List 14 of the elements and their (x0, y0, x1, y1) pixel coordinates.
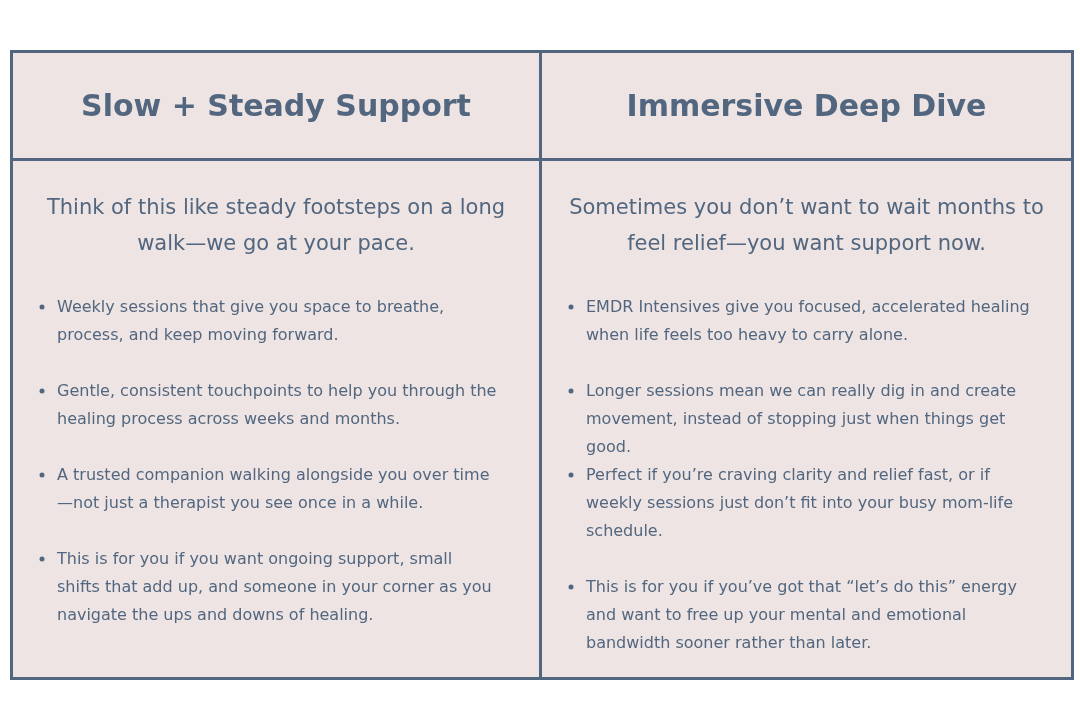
column-header-cell: Slow + Steady Support (10, 50, 542, 161)
bullet-text: EMDR Intensives give you focused, accelerated healing when life feels too heavy to carry alone. (586, 297, 1030, 344)
bullet-text: A trusted companion walking alongside you over time—not just a therapist you see once in a while. (57, 465, 490, 512)
intro-text: Sometimes you don’t want to wait months to feel relief—you want support now. (568, 194, 1045, 257)
bullet-text: Gentle, consistent touchpoints to help you through the healing process across weeks and months. (57, 381, 497, 428)
table-cell (539, 158, 1074, 680)
bullet-text: Weekly sessions that give you space to breathe, process, and keep moving forward. (57, 297, 445, 344)
bullet-text: Perfect if you’re craving clarity and relief fast, or if weekly sessions just don’t fit into your busy mom-life schedule. (586, 465, 1014, 540)
bullet-text: This is for you if you’ve got that “let’s do this” energy and want to free up your mental and emotional bandwidth sooner rather than later. (586, 577, 1017, 652)
column-header-cell: Immersive Deep Dive (539, 50, 1074, 161)
table-cell (10, 158, 542, 680)
intro-text: Think of this like steady footsteps on a long walk—we go at your pace. (45, 194, 507, 257)
bullet-text: Longer sessions mean we can really dig in and create movement, instead of stopping just when things get good. (586, 381, 1016, 456)
bullet-text: This is for you if you want ongoing support, small shifts that add up, and someone in your corner as you navigate the ups and downs of healing. (57, 549, 492, 624)
